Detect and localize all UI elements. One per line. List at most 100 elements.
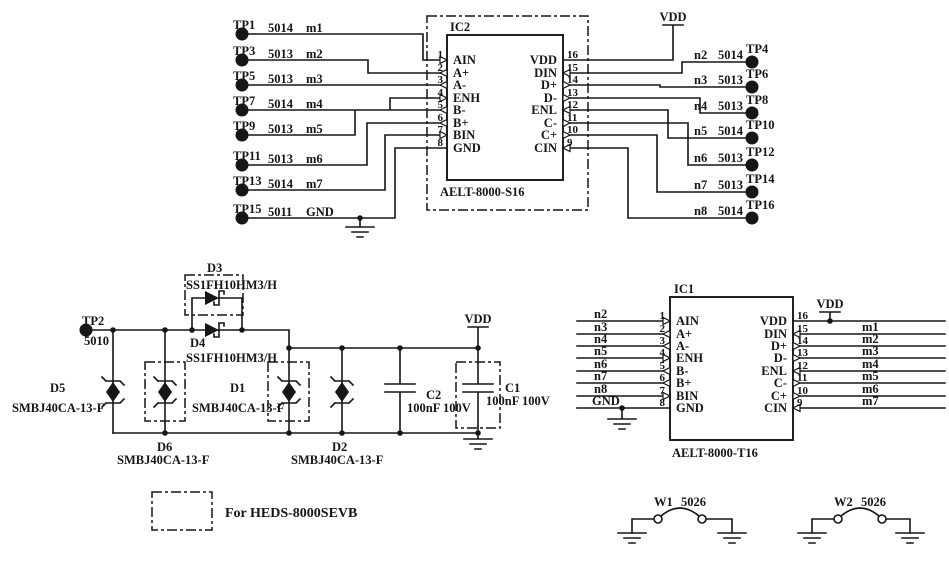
- junction-dot: [286, 430, 292, 436]
- pin-number: 15: [797, 323, 809, 335]
- junction-dot: [339, 430, 345, 436]
- pin-arrow-in: [561, 68, 571, 78]
- junction-dot: [110, 327, 116, 333]
- d2-part: SMBJ40CA-13-F: [291, 453, 384, 467]
- pin-number: 5: [660, 360, 666, 372]
- d6-tvs-symbol: [152, 375, 178, 409]
- pin-name: B-: [676, 364, 689, 378]
- pin-number: 11: [797, 372, 807, 384]
- pin-number: 10: [797, 385, 809, 397]
- junction-dot: [339, 345, 345, 351]
- ic2-right-wires: [562, 24, 747, 219]
- net-label: n7: [694, 178, 707, 192]
- pin-name: A-: [453, 78, 466, 92]
- tp-label: TP3: [233, 44, 255, 58]
- testpoint-dot: [745, 106, 759, 120]
- testpoint-dots: [79, 27, 759, 337]
- pin-name: BIN: [453, 128, 475, 142]
- net-label: n3: [694, 73, 707, 87]
- protection-network-labels: TP2 5010 D3 SS1FH10HM3/H D4 SS1FH10HM3/H…: [12, 261, 550, 467]
- legend-label: For HEDS-8000SEVB: [225, 506, 357, 521]
- right-testpoint-labels: n2 5014 TP4 n3 5013 TP6 n4 5013 TP8 n5 5…: [694, 42, 775, 218]
- pin-number: 14: [567, 74, 579, 86]
- pin-name: DIN: [534, 66, 557, 80]
- d5-ref: D5: [50, 381, 65, 395]
- pin-arrow-out: [792, 391, 802, 401]
- ic1-right-wires: [792, 320, 946, 409]
- pin-number: 12: [797, 360, 809, 372]
- w2-arc: [839, 507, 881, 518]
- tp-label: TP13: [233, 174, 261, 188]
- net-label: n5: [594, 344, 607, 358]
- pin-number: 5: [438, 99, 444, 111]
- pin-arrow-in: [791, 366, 801, 376]
- pin-name: D-: [774, 351, 787, 365]
- wire-number: 5014: [268, 97, 294, 111]
- pin-arrow-in: [662, 316, 672, 326]
- pin-number: 6: [438, 112, 444, 124]
- ic2-labels: IC2 AELT-8000-S16 1 2 3 4 5 6 7 8 AIN A+…: [438, 20, 579, 199]
- pin-number: 8: [438, 137, 444, 149]
- d6-part: SMBJ40CA-13-F: [117, 453, 210, 467]
- tp-label: TP9: [233, 119, 255, 133]
- tp-label: TP8: [746, 93, 768, 107]
- wire-number: 5014: [718, 48, 744, 62]
- ic1-left-wires: [576, 320, 671, 409]
- tp-label: TP5: [233, 69, 255, 83]
- vdd-label-bottom-left: VDD: [464, 312, 491, 326]
- pin-number: 13: [797, 347, 809, 359]
- c2-value: 100nF 100V: [407, 401, 471, 415]
- pin-number: 9: [797, 397, 803, 409]
- pin-arrow-out: [438, 68, 448, 78]
- pin-name: A-: [676, 339, 689, 353]
- net-label: m6: [862, 382, 879, 396]
- d3-diode-symbol: [205, 291, 219, 305]
- pin-number: 4: [660, 347, 666, 359]
- testpoint-dot: [235, 211, 249, 225]
- net-label: n2: [694, 48, 707, 62]
- pin-number: 13: [567, 87, 579, 99]
- vdd-label-ic1: VDD: [816, 297, 843, 311]
- pin-name: B+: [676, 376, 691, 390]
- pin-arrow-out: [438, 105, 448, 115]
- junction-dot: [827, 318, 833, 324]
- tp-label: TP10: [746, 118, 774, 132]
- d1-tvs-symbol: [276, 375, 302, 409]
- pin-number: 2: [660, 323, 666, 335]
- tvs-rail-top: [85, 329, 479, 349]
- w2-pad-right: [877, 514, 887, 524]
- wire-number: 5013: [718, 178, 743, 192]
- testpoint-dot: [79, 323, 93, 337]
- d2-ref: D2: [332, 440, 347, 454]
- pin-arrow-in: [791, 329, 801, 339]
- junction-dot: [357, 215, 363, 221]
- testpoint-dot: [745, 55, 759, 69]
- wire-number: 5014: [718, 204, 744, 218]
- d1-part: SMBJ40CA-13-F: [192, 401, 285, 415]
- pin-name: C+: [771, 389, 787, 403]
- tp-label: TP6: [746, 67, 768, 81]
- junction-dot: [189, 327, 195, 333]
- net-label: n6: [694, 151, 707, 165]
- gnd-symbol-w2-left: [797, 532, 827, 544]
- w2-wire-number: 5026: [861, 495, 886, 509]
- d4-diode-symbol: [205, 323, 219, 337]
- pin-arrow-out: [562, 130, 572, 140]
- pin-arrow-out: [792, 378, 802, 388]
- tp-label: TP16: [746, 198, 774, 212]
- net-label: n2: [594, 307, 607, 321]
- left-testpoint-labels: TP1 5014 m1 TP3 5013 m2 TP5 5013 m3 TP7 …: [233, 18, 334, 219]
- pin-number: 16: [567, 49, 579, 61]
- net-label: m7: [306, 177, 323, 191]
- tp-label: TP7: [233, 94, 255, 108]
- pin-name: DIN: [764, 327, 787, 341]
- pin-name: D-: [544, 91, 557, 105]
- net-label: m3: [862, 344, 879, 358]
- w1-arc: [659, 507, 701, 518]
- tp-left-wires: [241, 33, 448, 219]
- pin-arrow-out: [438, 80, 448, 90]
- pin-name: VDD: [760, 314, 787, 328]
- pin-name: VDD: [530, 53, 557, 67]
- wire-number: 5013: [268, 72, 293, 86]
